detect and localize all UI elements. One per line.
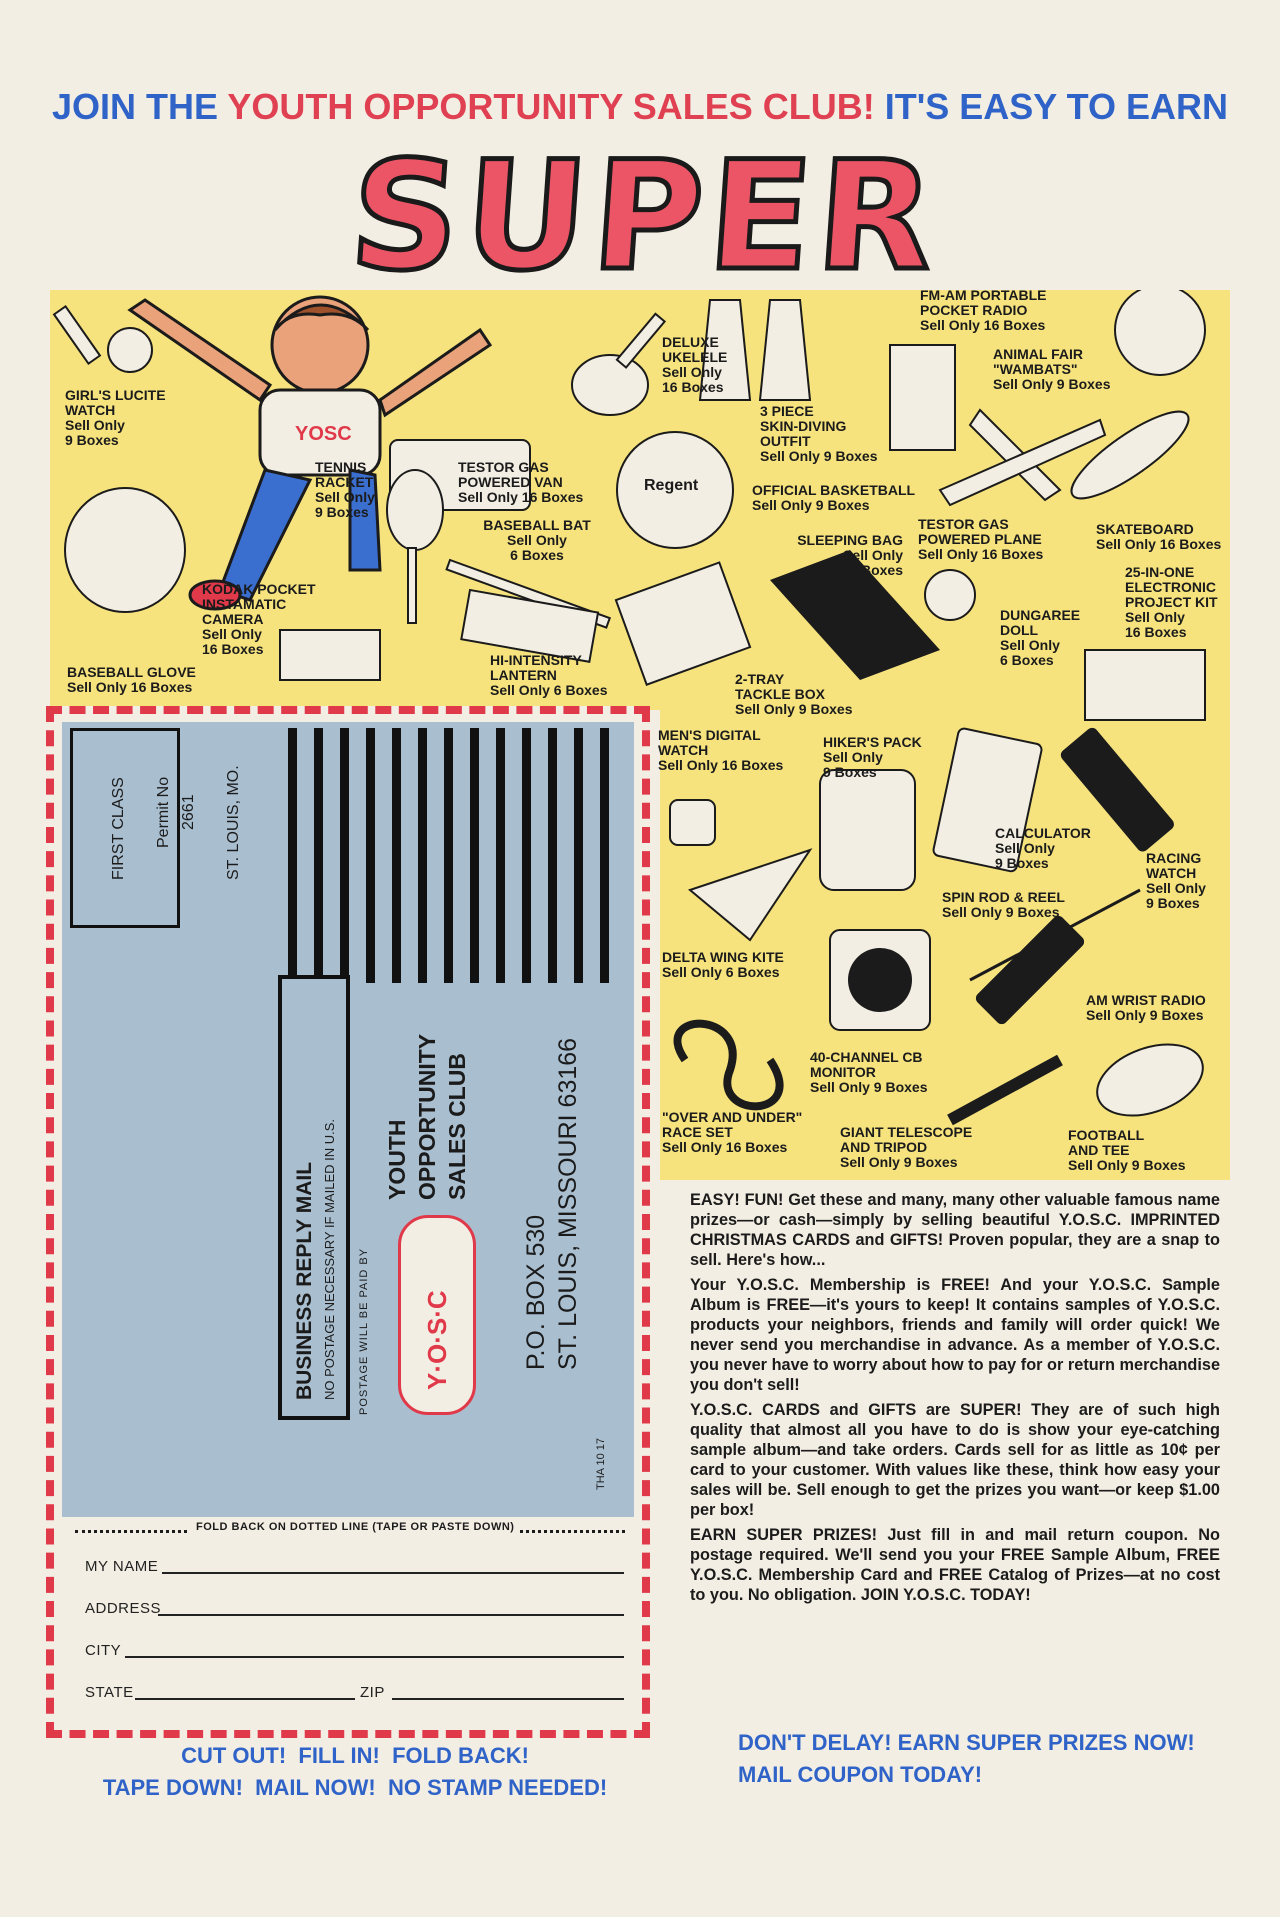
city-label: CITY	[85, 1642, 122, 1659]
cb-speaker-illustration	[848, 948, 912, 1012]
postal-barcode	[288, 728, 618, 983]
project-kit-illustration	[1084, 649, 1206, 721]
headline-join: JOIN THE	[51, 86, 228, 127]
mascot-shirt-logo: YOSC	[295, 423, 352, 445]
dont-delay-cta: DON'T DELAY! EARN SUPER PRIZES NOW!MAIL …	[738, 1730, 1195, 1787]
fold-instructions: FOLD BACK ON DOTTED LINE (TAPE OR PASTE …	[190, 1521, 521, 1533]
glove-illustration	[64, 487, 186, 613]
zip-label: ZIP	[360, 1684, 385, 1701]
calculator-illustration	[932, 727, 1043, 873]
racing-watch-illustration	[1060, 727, 1174, 852]
coupon-instructions: CUT OUT! FILL IN! FOLD BACK!TAPE DOWN! M…	[102, 1743, 608, 1800]
telescope-illustration	[947, 1054, 1063, 1126]
wrist-radio-illustration	[975, 915, 1085, 1025]
tennis-racket-illustration	[386, 469, 444, 624]
prize-wambats: ANIMAL FAIR"WAMBATS"Sell Only 9 Boxes	[993, 346, 1111, 392]
business-reply-title: BUSINESS REPLY MAIL	[293, 1161, 316, 1400]
kite-illustration	[687, 848, 813, 942]
permit-number-label: Permit No	[155, 776, 172, 848]
backpack-illustration	[819, 769, 916, 891]
postage-paid-by: POSTAGE WILL BE PAID BY	[358, 1247, 370, 1415]
plane-illustration	[938, 408, 1107, 507]
name-label: MY NAME	[85, 1558, 159, 1575]
doll-illustration	[924, 569, 976, 621]
headline: JOIN THE YOUTH OPPORTUNITY SALES CLUB! I…	[0, 86, 1280, 128]
lantern-illustration	[460, 588, 600, 663]
permit-number: 2661	[180, 794, 197, 830]
prize-illustrations: YOSC Regent	[52, 290, 1206, 1126]
name-field[interactable]	[162, 1572, 624, 1574]
basketball-illustration	[616, 431, 734, 549]
basketball-brand: Regent	[644, 477, 699, 494]
state-field[interactable]	[135, 1698, 355, 1700]
permit-city: ST. LOUIS, MO.	[225, 765, 242, 880]
mascot-illustration	[127, 295, 493, 611]
permit-first-class: FIRST CLASS	[110, 777, 127, 880]
radio-illustration	[889, 344, 956, 451]
body-paragraph-2: Your Y.O.S.C. Membership is FREE! And yo…	[690, 1276, 1220, 1394]
state-label: STATE	[85, 1684, 134, 1701]
body-copy: EASY! FUN! Get these and many, many othe…	[690, 1190, 1220, 1610]
zip-field[interactable]	[392, 1698, 624, 1700]
tackle-box-illustration	[614, 561, 752, 686]
headline-earn: IT'S EASY TO EARN	[874, 86, 1229, 127]
super-prizes-title: SUPER PRIZES	[307, 128, 961, 462]
body-paragraph-3: Y.O.S.C. CARDS and GIFTS are SUPER! They…	[690, 1401, 1220, 1519]
headline-club: YOUTH OPPORTUNITY SALES CLUB!	[227, 86, 875, 127]
business-reply-box	[278, 975, 350, 1420]
yosc-logo-text: Y·O·S·C	[422, 1290, 452, 1390]
yosc-logo	[398, 1215, 476, 1415]
body-paragraph-1: EASY! FUN! Get these and many, many othe…	[690, 1191, 1220, 1269]
first-class-permit-box	[70, 728, 180, 928]
skateboard-illustration	[1070, 410, 1190, 500]
sleeping-bag-illustration	[770, 550, 940, 680]
skin-diving-illustration	[698, 299, 812, 401]
wambat-illustration	[1114, 290, 1206, 376]
no-postage-notice: NO POSTAGE NECESSARY IF MAILED IN U.S.	[322, 1118, 337, 1400]
race-set-illustration	[673, 1019, 784, 1111]
camera-illustration	[279, 629, 381, 681]
digital-watch-illustration	[669, 799, 716, 846]
watch-illustration	[52, 305, 153, 373]
football-illustration	[1096, 1043, 1204, 1117]
ukelele-illustration	[571, 312, 667, 416]
address-label: ADDRESS	[85, 1600, 162, 1617]
form-code: THA 10 17	[595, 1438, 607, 1490]
body-paragraph-4: EARN SUPER PRIZES! Just fill in and mail…	[690, 1526, 1220, 1604]
city-field[interactable]	[125, 1656, 624, 1658]
address-field[interactable]	[158, 1614, 624, 1616]
